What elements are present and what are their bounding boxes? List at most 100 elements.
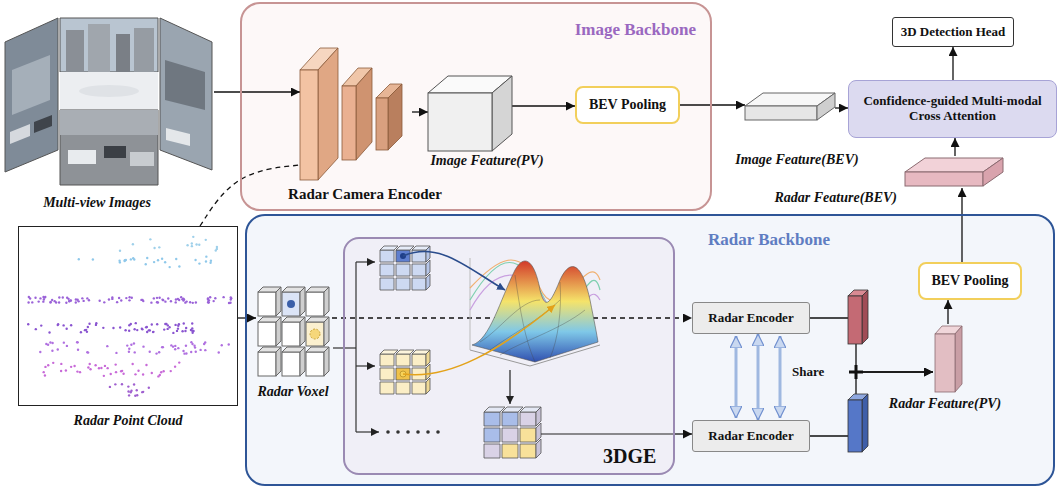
node-label: Radar Camera Encoder	[288, 186, 442, 203]
encoder-layers	[388, 84, 402, 150]
radar-point	[65, 328, 67, 330]
node-label: BEV Pooling	[589, 97, 666, 113]
radar-point	[215, 249, 217, 251]
multi-view-images	[160, 18, 212, 170]
radar-point	[65, 302, 67, 304]
point-cloud-box: Radar Point Cloud	[18, 226, 238, 406]
radar-point	[124, 259, 126, 261]
radar-point	[51, 350, 53, 352]
node-label: Radar Feature(BEV)	[774, 190, 897, 206]
radar-point	[58, 296, 60, 298]
voxel-cubes	[306, 292, 324, 316]
encoder-layers	[318, 48, 338, 180]
flow-arrow	[214, 91, 300, 92]
radar-point	[66, 345, 68, 347]
radar-point	[137, 370, 139, 372]
blue-gaussian-grid	[426, 246, 430, 290]
radar-point	[120, 370, 122, 372]
radar-point	[39, 351, 41, 353]
radar-point	[198, 243, 200, 245]
voxel-cubes	[287, 300, 295, 308]
radar-point	[194, 259, 196, 261]
radar-point	[214, 297, 216, 299]
flow-arrow	[412, 111, 428, 112]
radar-point	[57, 348, 59, 350]
fused-grid	[536, 407, 541, 458]
radar-point	[57, 324, 59, 326]
module-panel: 3DGE	[343, 237, 675, 475]
radar-point	[39, 297, 41, 299]
node-label: Image Backbone	[575, 20, 696, 40]
yellow-gaussian-grid	[380, 350, 430, 354]
radar-point	[115, 352, 117, 354]
radar-point	[140, 299, 142, 301]
radar-point	[114, 383, 116, 385]
radar-point	[95, 322, 97, 324]
radar-point	[162, 370, 164, 372]
node-label: 3D Detection Head	[901, 25, 1006, 40]
radar-point	[134, 351, 136, 353]
radar-point	[157, 301, 159, 303]
radar-point	[94, 364, 96, 366]
radar-point	[123, 260, 125, 262]
radar-point	[185, 300, 187, 302]
radar-point	[128, 299, 130, 301]
radar-point	[128, 296, 130, 298]
radar-point	[127, 390, 129, 392]
radar-point	[65, 369, 67, 371]
radar-point	[127, 385, 129, 387]
radar-point	[70, 299, 72, 301]
radar-point	[164, 261, 166, 263]
radar-point	[183, 322, 185, 324]
radar-point	[124, 329, 126, 331]
radar-point	[146, 326, 148, 328]
radar-point	[222, 296, 224, 298]
radar-point	[158, 246, 160, 248]
radar-point	[133, 328, 135, 330]
radar-point	[87, 351, 89, 353]
multi-view-images	[10, 124, 30, 144]
radar-point	[218, 351, 220, 353]
multi-view-images	[60, 110, 158, 135]
radar-point	[194, 346, 196, 348]
radar-point	[207, 301, 209, 303]
edge-label: Share	[792, 364, 824, 380]
radar-point	[142, 391, 144, 393]
radar-point	[77, 348, 79, 350]
radar-point	[70, 366, 72, 368]
radar-point	[204, 349, 206, 351]
flow-arrow	[512, 105, 575, 106]
radar-point	[141, 391, 143, 393]
radar-point	[170, 344, 172, 346]
radar-point	[153, 247, 155, 249]
flow-arrow	[835, 107, 848, 108]
image-bev-slab	[745, 106, 817, 120]
radar-point	[166, 328, 168, 330]
radar-point	[190, 351, 192, 353]
multi-view-images	[34, 115, 52, 133]
voxel-cubes	[258, 322, 276, 346]
radar-point	[184, 330, 186, 332]
gaussian-arrows	[509, 370, 510, 404]
radar-point	[185, 327, 187, 329]
radar-point	[78, 258, 80, 260]
radar-point	[76, 370, 78, 372]
multi-view-images	[12, 55, 50, 115]
radar-point	[118, 259, 120, 261]
radar-point	[136, 329, 138, 331]
radar-point	[114, 363, 116, 365]
radar-point	[128, 348, 130, 350]
radar-point	[151, 372, 153, 374]
voxel-cubes	[282, 322, 300, 346]
multi-view-images	[130, 152, 154, 166]
encoder-layers	[342, 86, 356, 160]
radar-point	[195, 301, 197, 303]
radar-point	[106, 367, 108, 369]
radar-point	[161, 298, 163, 300]
multi-view-images	[166, 128, 190, 146]
radar-point	[131, 363, 133, 365]
radar-point	[152, 331, 154, 333]
feature-tensor: Image Feature(PV)	[428, 75, 512, 151]
radar-point	[151, 323, 153, 325]
voxel-grid: Radar Voxel	[256, 284, 332, 378]
